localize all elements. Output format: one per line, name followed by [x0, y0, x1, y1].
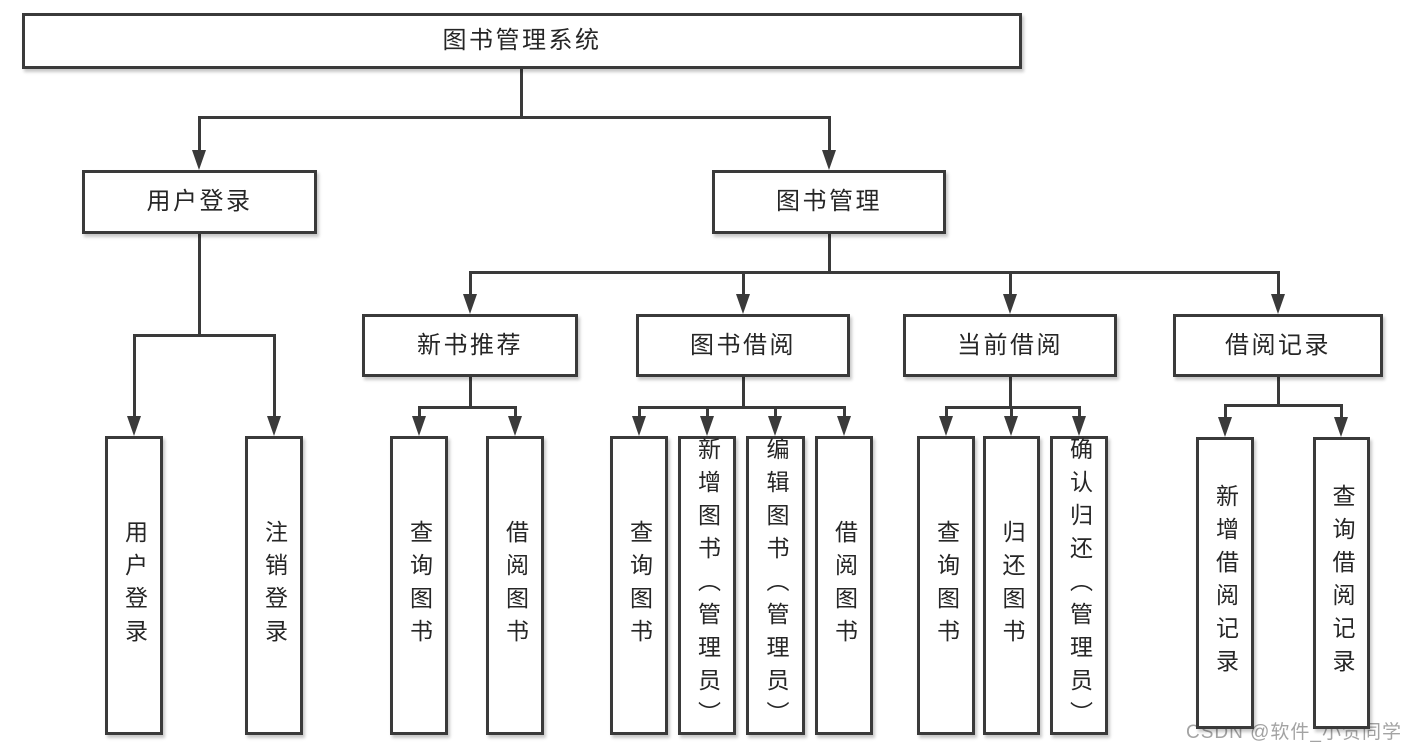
arrow-down-icon	[192, 150, 206, 170]
arrow-down-icon	[1003, 294, 1017, 314]
connector-line	[197, 115, 831, 119]
connector-line	[1276, 272, 1280, 296]
arrow-down-icon	[632, 416, 646, 436]
node-current-borrowing: 当前借阅	[903, 314, 1117, 377]
node-current-borrowing-label: 当前借阅	[957, 331, 1063, 359]
connector-line	[272, 335, 276, 418]
node-edit-books-admin: 编辑图书（管理员）	[746, 436, 805, 735]
arrow-down-icon	[127, 416, 141, 436]
node-borrow-books: 借阅图书	[815, 436, 873, 735]
node-book-management: 图书管理	[712, 170, 946, 234]
node-confirm-return-admin: 确认归还（管理员）	[1050, 436, 1108, 735]
node-user-login-leaf-label: 用户登录	[121, 519, 148, 652]
node-library-management-system: 图书管理系统	[22, 13, 1022, 69]
connector-line	[741, 272, 745, 296]
node-borrow-books-label: 借阅图书	[831, 519, 858, 652]
connector-line	[842, 407, 846, 418]
node-book-borrowing-label: 图书借阅	[690, 331, 796, 359]
arrow-down-icon	[412, 416, 426, 436]
node-borrow-books-label: 借阅图书	[502, 519, 529, 652]
connector-line	[1339, 405, 1343, 419]
arrow-down-icon	[1218, 417, 1232, 437]
node-return-books-label: 归还图书	[999, 519, 1025, 652]
connector-line	[827, 233, 831, 274]
node-add-borrow-record-label: 新增借阅记录	[1212, 484, 1239, 682]
node-query-books-label: 查询图书	[626, 519, 653, 652]
connector-line	[197, 117, 201, 152]
node-query-books: 查询图书	[610, 436, 668, 735]
arrow-down-icon	[1271, 294, 1285, 314]
arrow-down-icon	[700, 416, 714, 436]
arrow-down-icon	[736, 294, 750, 314]
connector-line	[1008, 272, 1012, 296]
arrow-down-icon	[768, 416, 782, 436]
arrow-down-icon	[1334, 417, 1348, 437]
node-query-books: 查询图书	[917, 436, 975, 735]
connector-line	[417, 405, 517, 409]
connector-line	[132, 333, 276, 337]
node-new-book-recommendation-label: 新书推荐	[417, 331, 523, 359]
connector-line	[1008, 376, 1012, 409]
connector-line	[132, 335, 136, 418]
arrow-down-icon	[267, 416, 281, 436]
node-new-book-recommendation: 新书推荐	[362, 314, 578, 377]
node-query-borrow-record-label: 查询借阅记录	[1329, 484, 1355, 682]
connector-line	[1223, 403, 1343, 407]
node-query-borrow-record: 查询借阅记录	[1313, 437, 1370, 729]
node-logout: 注销登录	[245, 436, 303, 735]
node-query-books: 查询图书	[390, 436, 448, 735]
arrow-down-icon	[1004, 416, 1018, 436]
connector-line	[417, 407, 421, 418]
node-return-books: 归还图书	[983, 436, 1040, 735]
node-book-management-label: 图书管理	[776, 188, 882, 215]
connector-line	[827, 117, 831, 152]
node-edit-books-admin-label: 编辑图书（管理员）	[763, 437, 789, 734]
arrow-down-icon	[463, 294, 477, 314]
node-user-login-label: 用户登录	[146, 188, 253, 215]
node-library-management-system-label: 图书管理系统	[442, 27, 602, 54]
connector-line	[1276, 376, 1280, 407]
connector-line	[1223, 405, 1227, 419]
connector-line	[197, 233, 201, 337]
node-borrowing-records-label: 借阅记录	[1225, 331, 1331, 359]
node-borrow-books: 借阅图书	[486, 436, 544, 735]
node-user-login-leaf: 用户登录	[105, 436, 163, 735]
arrow-down-icon	[822, 150, 836, 170]
connector-line	[1009, 407, 1013, 418]
connector-line	[773, 407, 777, 418]
connector-line	[468, 270, 1280, 274]
connector-line	[519, 69, 523, 119]
connector-line	[944, 405, 1081, 409]
connector-line	[705, 407, 709, 418]
node-confirm-return-admin-label: 确认归还（管理员）	[1066, 437, 1093, 734]
node-logout-label: 注销登录	[261, 519, 288, 652]
connector-line	[468, 376, 472, 409]
node-book-borrowing: 图书借阅	[636, 314, 850, 377]
connector-line	[468, 272, 472, 296]
connector-line	[513, 407, 517, 418]
node-query-books-label: 查询图书	[933, 519, 960, 652]
connector-line	[741, 376, 745, 409]
node-query-books-label: 查询图书	[406, 519, 433, 652]
arrow-down-icon	[1072, 416, 1086, 436]
arrow-down-icon	[837, 416, 851, 436]
node-add-borrow-record: 新增借阅记录	[1196, 437, 1254, 729]
node-user-login: 用户登录	[82, 170, 317, 234]
connector-line	[1077, 407, 1081, 418]
connector-line	[637, 405, 846, 409]
arrow-down-icon	[939, 416, 953, 436]
connector-line	[637, 407, 641, 418]
node-add-books-admin: 新增图书（管理员）	[678, 436, 736, 735]
node-add-books-admin-label: 新增图书（管理员）	[694, 437, 721, 734]
arrow-down-icon	[508, 416, 522, 436]
connector-line	[944, 407, 948, 418]
node-borrowing-records: 借阅记录	[1173, 314, 1383, 377]
